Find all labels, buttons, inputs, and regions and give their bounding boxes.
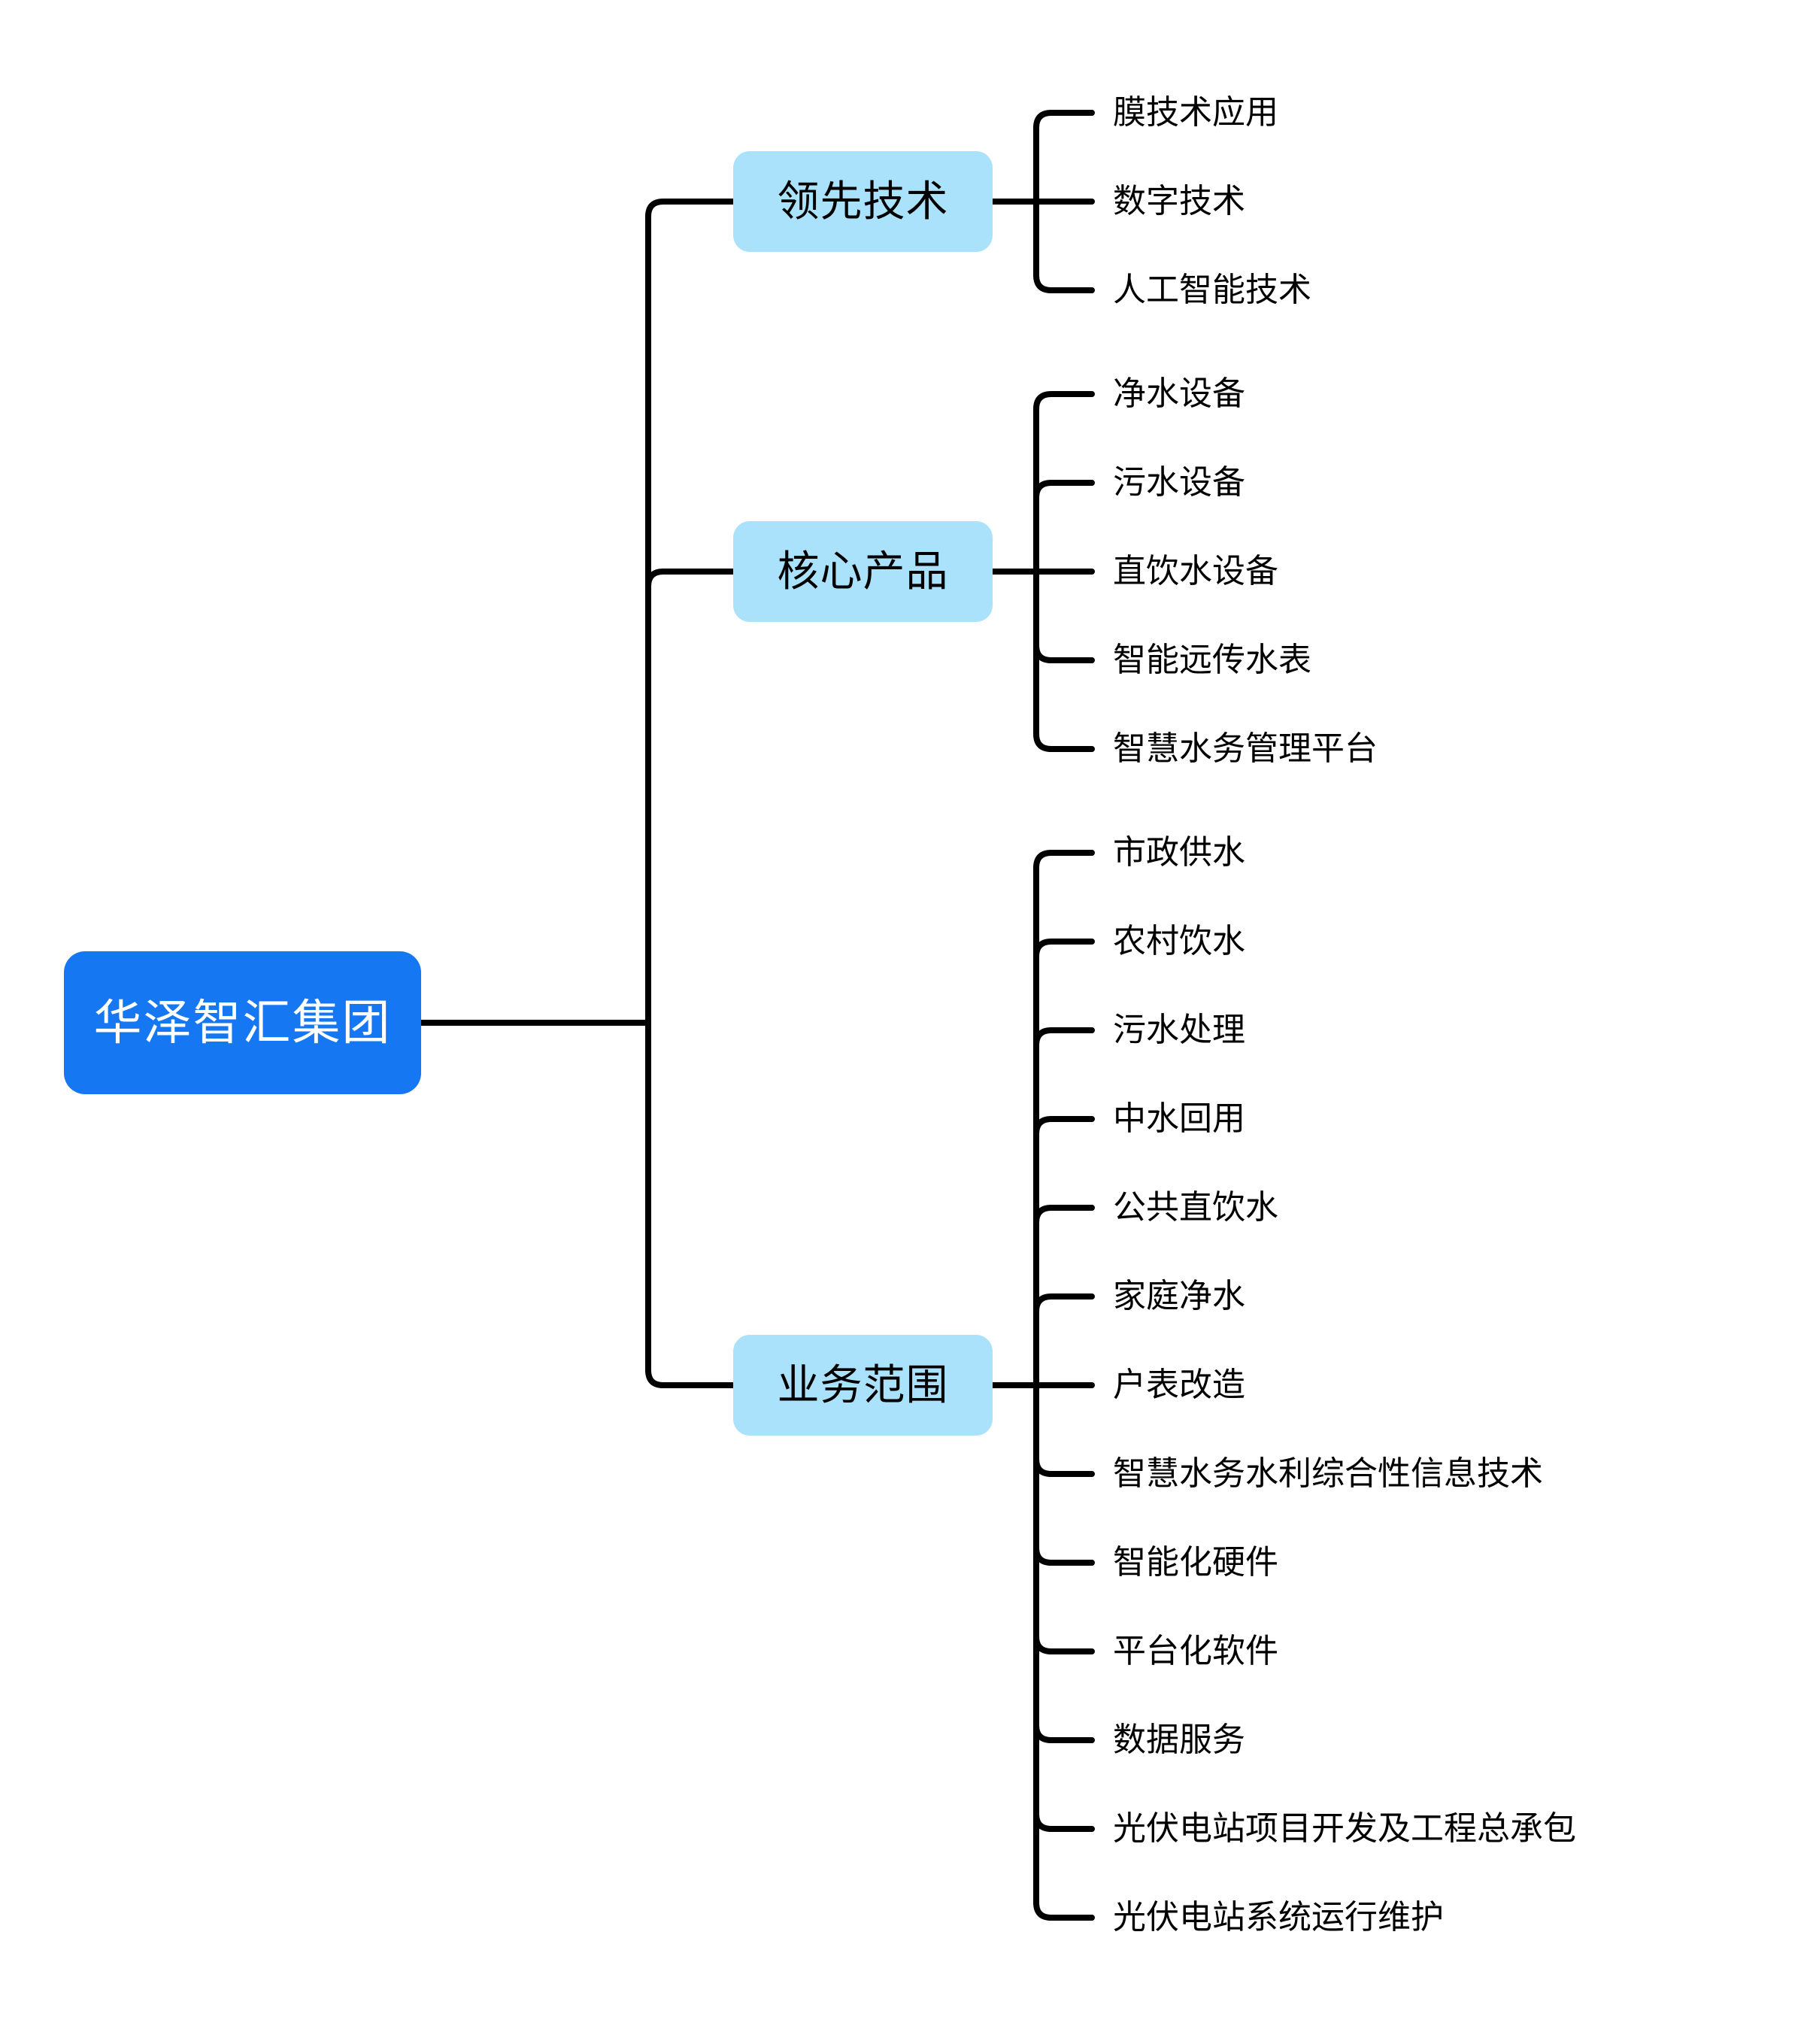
child-topic[interactable]: 智慧水务水利综合性信息技术 — [1113, 1455, 1543, 1492]
connector-path — [990, 939, 1095, 1388]
child-topic[interactable]: 直饮水设备 — [1113, 553, 1278, 590]
connector-path — [990, 1382, 1095, 1477]
connector-path — [990, 569, 1095, 663]
child-topic[interactable]: 数字技术 — [1113, 183, 1245, 220]
connector-path — [990, 1382, 1095, 1832]
child-topic[interactable]: 膜技术应用 — [1113, 94, 1278, 131]
child-topic[interactable]: 市政供水 — [1113, 834, 1245, 871]
root-topic[interactable]: 华泽智汇集团 — [64, 951, 421, 1094]
connector-path — [418, 1020, 736, 1388]
child-topic[interactable]: 污水设备 — [1113, 464, 1245, 501]
child-topic[interactable]: 智能化硬件 — [1113, 1544, 1278, 1581]
connector-path — [990, 110, 1095, 205]
connector-path — [990, 1116, 1095, 1388]
child-topic[interactable]: 光伏电站系统运行维护 — [1113, 1899, 1444, 1936]
connector-path — [418, 569, 736, 1026]
connector-path — [990, 480, 1095, 575]
connector-path — [990, 1382, 1095, 1654]
branch-topic[interactable]: 领先技术 — [733, 151, 993, 252]
child-topic[interactable]: 数据服务 — [1113, 1721, 1245, 1758]
connector-path — [990, 199, 1095, 293]
child-topic[interactable]: 户表改造 — [1113, 1366, 1245, 1403]
branch-topic[interactable]: 业务范围 — [733, 1335, 993, 1436]
connector-path — [990, 391, 1095, 575]
connector-path — [990, 1205, 1095, 1388]
child-topic[interactable]: 智慧水务管理平台 — [1113, 730, 1378, 767]
connector-path — [990, 1293, 1095, 1388]
connector-path — [990, 1382, 1095, 1921]
child-topic[interactable]: 平台化软件 — [1113, 1633, 1278, 1669]
child-topic[interactable]: 污水处理 — [1113, 1011, 1245, 1048]
connector-path — [418, 199, 736, 1026]
child-topic[interactable]: 农村饮水 — [1113, 923, 1245, 960]
child-topic[interactable]: 净水设备 — [1113, 375, 1245, 412]
child-topic[interactable]: 人工智能技术 — [1113, 271, 1311, 308]
branch-topic[interactable]: 核心产品 — [733, 521, 993, 622]
child-topic[interactable]: 智能远传水表 — [1113, 641, 1311, 678]
connector-path — [990, 850, 1095, 1388]
child-topic[interactable]: 中水回用 — [1113, 1100, 1245, 1137]
child-topic[interactable]: 光伏电站项目开发及工程总承包 — [1113, 1810, 1576, 1847]
child-topic[interactable]: 公共直饮水 — [1113, 1189, 1278, 1226]
connector-path — [990, 1027, 1095, 1388]
connector-path — [990, 569, 1095, 752]
child-topic[interactable]: 家庭净水 — [1113, 1278, 1245, 1315]
